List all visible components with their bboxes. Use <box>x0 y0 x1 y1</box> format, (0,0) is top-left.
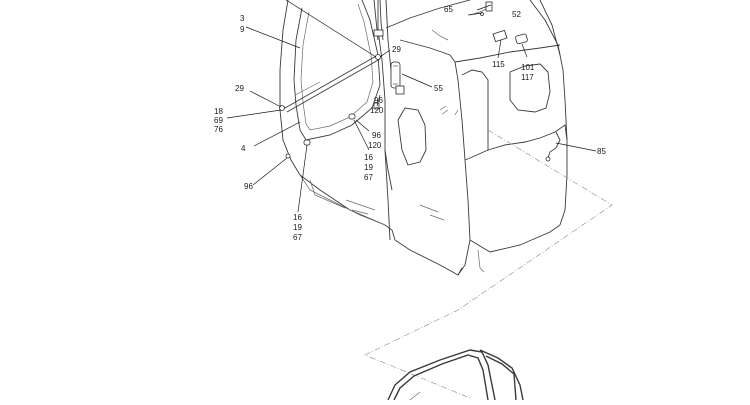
callout-96-a: 96 <box>374 96 383 105</box>
callout-120-b: 120 <box>368 141 382 150</box>
callout-96-b: 96 <box>372 131 381 140</box>
rear-window <box>509 63 551 113</box>
roof-outline <box>385 0 471 29</box>
callout-52: 52 <box>512 10 521 19</box>
callout-85: 85 <box>597 147 606 156</box>
callout-101: 101 <box>521 63 535 72</box>
cab-body <box>279 0 568 276</box>
callout-16-b: 16 <box>293 213 302 222</box>
dome-light <box>492 29 508 43</box>
callout-18: 18 <box>214 107 223 116</box>
callout-16-a: 16 <box>364 153 373 162</box>
callout-65: 65 <box>444 5 453 14</box>
callout-67-a: 67 <box>364 173 373 182</box>
callout-4: 4 <box>241 144 246 153</box>
callout-96-c: 96 <box>244 182 253 191</box>
callout-19-a: 19 <box>364 163 373 172</box>
switch <box>515 33 528 45</box>
callout-9: 9 <box>240 25 245 34</box>
callout-115: 115 <box>492 60 505 69</box>
callout-3: 3 <box>240 14 245 23</box>
wire-harness <box>547 131 561 159</box>
leader-lines <box>226 0 597 213</box>
floor-projection <box>364 129 613 399</box>
callout-76: 76 <box>214 125 223 134</box>
glass-pane <box>387 349 524 401</box>
door-frame-inner <box>293 0 381 141</box>
callout-29-top: 29 <box>392 45 401 54</box>
callout-19-b: 19 <box>293 223 302 232</box>
callout-69: 69 <box>214 116 223 125</box>
callout-55: 55 <box>434 84 443 93</box>
door-frame-outer <box>279 0 393 231</box>
callout-labels: 3 9 65 52 29 29 115 101 117 55 96 120 96… <box>214 5 606 242</box>
callout-67-b: 67 <box>293 233 302 242</box>
callout-29-left: 29 <box>235 84 244 93</box>
wiper-motor <box>390 61 405 95</box>
callout-120-a: 120 <box>370 106 384 115</box>
callout-117: 117 <box>521 73 534 82</box>
